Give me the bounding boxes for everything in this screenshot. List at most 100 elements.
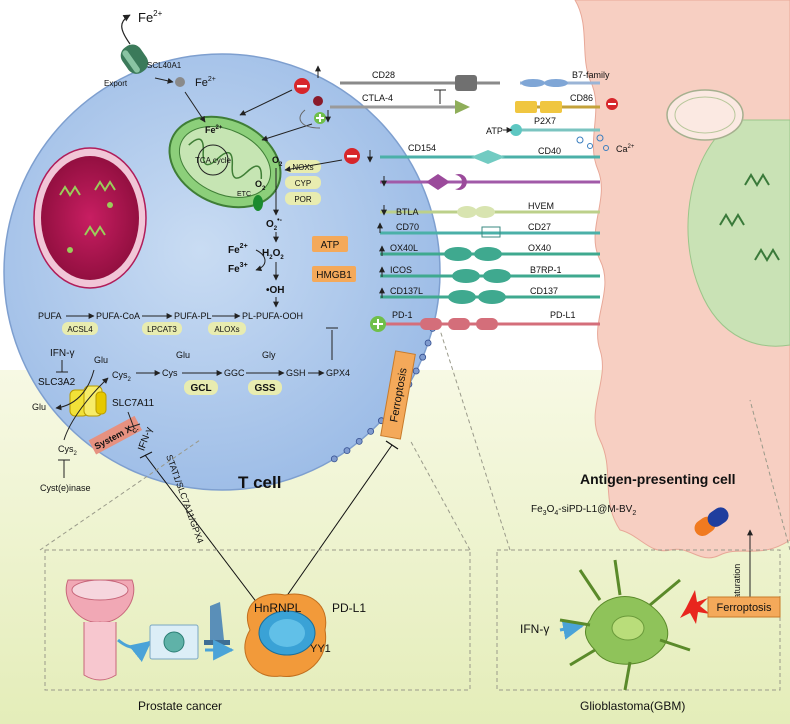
fe-export-arrow — [121, 14, 131, 45]
ggc-label: GGC — [224, 368, 245, 378]
pd1-activate-marker — [370, 316, 386, 332]
tca-cycle-icon — [197, 144, 229, 176]
cys2-out-label: Cys2 — [58, 444, 78, 457]
lipid-head — [424, 339, 432, 347]
apc-dna-1 — [744, 173, 770, 187]
lipid-head — [412, 367, 420, 375]
gbm-caption: Glioblastoma(GBM) — [580, 699, 685, 713]
stat1-line — [144, 454, 271, 621]
hvem-label: HVEM — [528, 201, 554, 211]
calcium-label: Ca2+ — [616, 144, 635, 154]
superoxide-label: O2•- — [266, 217, 283, 232]
cd28-label: CD28 — [372, 70, 395, 80]
cystinase-inhibit — [58, 459, 70, 478]
hydroxyl-label: •OH — [266, 285, 285, 296]
cd154-arrow — [284, 159, 343, 173]
glu-label: Glu — [176, 350, 190, 360]
stat1-inhibit-bar — [139, 451, 153, 459]
hnrnpl-label: HnRNPL — [254, 601, 302, 615]
lipid-head — [355, 437, 363, 445]
lipid-head — [330, 455, 338, 463]
prostate-cancer-cell — [244, 593, 327, 677]
btla-label: BTLA — [396, 207, 419, 217]
lipid-head — [367, 427, 375, 435]
dendritic-cell — [559, 559, 691, 691]
apc-dna-3 — [754, 248, 780, 262]
p2x7-label: P2X7 — [534, 116, 556, 126]
hmgb1-box — [312, 266, 356, 282]
h2o2-label: H2O2 — [262, 248, 284, 261]
gbm-ifng-arrow — [559, 619, 585, 640]
etc-label: ETC — [237, 191, 251, 198]
ferroptosis-label-box: Ferroptosis — [380, 350, 416, 440]
prostate-pdl1-label: PD-L1 — [332, 601, 366, 615]
lpcat3-pill — [142, 322, 182, 335]
cd86-inhibit-marker — [606, 98, 618, 110]
aloxs-label: ALOXs — [214, 325, 239, 334]
atp-label: ATP — [321, 240, 340, 251]
pl-pufa-ooh-label: PL-PUFA-OOH — [242, 311, 303, 321]
fe-import-arrow — [154, 77, 174, 84]
gbm-panel — [496, 549, 781, 691]
cd154-label: CD154 — [408, 143, 436, 153]
nanoparticle-capsule-icon — [694, 507, 729, 537]
apc-mitochondrion — [666, 89, 744, 141]
atp-receptor-label: ATP — [486, 126, 503, 136]
cd70-label: CD70 — [396, 222, 419, 232]
atp-box — [312, 236, 348, 252]
fenton-arrow — [255, 249, 266, 272]
acsl4-label: ACSL4 — [67, 325, 93, 334]
gly-label: Gly — [262, 350, 276, 360]
tcell-nucleus — [33, 147, 147, 289]
system-xc-transporter — [69, 385, 107, 417]
prostate-panel — [44, 549, 471, 691]
lipid-head — [343, 447, 351, 455]
ox40l-label: OX40L — [390, 243, 418, 253]
pufa-coa-label: PUFA-CoA — [96, 311, 140, 321]
cys-label: Cys — [162, 368, 178, 378]
prostate-organ-icon — [65, 579, 135, 681]
cd86-label: CD86 — [570, 93, 593, 103]
gsh-label: GSH — [286, 368, 306, 378]
glu-top-label: Glu — [94, 355, 108, 365]
fe2-top-label: Fe2+ — [138, 9, 163, 25]
cd28-inhibit-marker — [294, 78, 310, 94]
b7-label: B7-family — [572, 70, 610, 80]
cd137-label: CD137 — [530, 286, 558, 296]
pufa-label: PUFA — [38, 311, 62, 321]
gbm-ifng-label: IFN-γ — [520, 622, 549, 636]
fe2-in-label: Fe2+ — [195, 76, 216, 89]
ox40-label: OX40 — [528, 243, 551, 253]
glu-out-label: Glu — [32, 402, 46, 412]
slc7a11-inhibit — [127, 411, 141, 429]
lpcat3-label: LPCAT3 — [147, 325, 177, 334]
ferroptosis-inhibit-bar — [385, 440, 399, 450]
mito-fe2-label: Fe2+ — [205, 125, 223, 135]
pd1-label: PD-1 — [392, 310, 413, 320]
gss-label: GSS — [254, 383, 275, 394]
gbm-ferroptosis-box — [707, 596, 781, 618]
membrane-arrows — [315, 65, 387, 298]
calcium-dots — [576, 134, 609, 151]
gpx4-inhibit — [326, 327, 338, 360]
cd27-label: CD27 — [528, 222, 551, 232]
gpx4-label: GPX4 — [326, 368, 350, 378]
ctla4-activate-marker — [314, 112, 326, 124]
cd40-label: CD40 — [538, 146, 561, 156]
cd154-inhibit-marker — [344, 148, 360, 164]
ferroptosis-line — [269, 444, 393, 621]
pdl1-label: PD-L1 — [550, 310, 576, 320]
nanoparticle-label: Fe3O4-siPD-L1@M-BV2 — [531, 504, 636, 517]
cd137l-label: CD137L — [390, 286, 423, 296]
ifng-inhibit — [56, 360, 68, 373]
prostate-arrow — [117, 638, 152, 663]
ctla4-inhibit — [434, 89, 446, 104]
icos-label: ICOS — [390, 265, 412, 275]
prostate-caption: Prostate cancer — [138, 699, 222, 713]
cd28-arrow — [239, 89, 293, 116]
fe-to-mito-arrow — [184, 91, 206, 123]
pufa-pl-label: PUFA-PL — [174, 311, 212, 321]
receptor-rows — [330, 75, 600, 330]
ctla4-vesicle — [299, 109, 321, 129]
tcell-label: T cell — [238, 473, 281, 492]
